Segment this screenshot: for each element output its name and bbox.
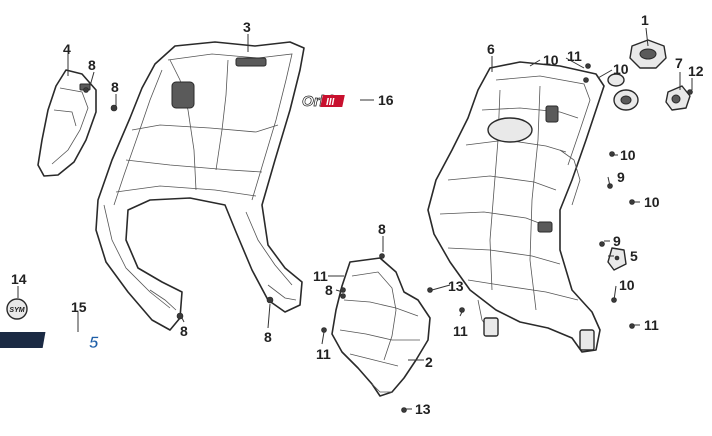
- callout-16: 16: [378, 92, 394, 108]
- bracket-part: [607, 247, 627, 271]
- callout-10-d: 10: [644, 194, 660, 210]
- callout-10-c: 10: [620, 147, 636, 163]
- callout-9-b: 9: [613, 233, 621, 249]
- callout-8-d: 8: [325, 282, 333, 298]
- euro-emblem: EURO 5: [0, 332, 99, 352]
- orbit-emblem-badge: [320, 95, 345, 107]
- inner-cover-part: [427, 61, 605, 353]
- euro-emblem-number: 5: [89, 333, 99, 352]
- orbit-emblem: Orbit III: [302, 93, 345, 110]
- callout-14: 14: [11, 271, 27, 287]
- callout-13-a: 13: [448, 278, 464, 294]
- callout-labels: 1 2 3 4 5 6 7 8 8 8 8 8 8 9 9 10 10 10 1…: [11, 12, 704, 417]
- callout-9-a: 9: [617, 169, 625, 185]
- callout-3: 3: [243, 19, 251, 35]
- callout-11-c: 11: [453, 323, 468, 339]
- callout-7: 7: [675, 55, 683, 71]
- callout-8-e: 8: [180, 323, 188, 339]
- callout-8-f: 8: [264, 329, 272, 345]
- callout-13-b: 13: [415, 401, 431, 417]
- lid-part: [629, 39, 667, 69]
- callout-6: 6: [487, 41, 495, 57]
- hook-part: [665, 85, 693, 111]
- left-garnish-part: [37, 69, 118, 177]
- callout-12: 12: [688, 63, 704, 79]
- callout-8-b: 8: [111, 79, 119, 95]
- callout-2: 2: [425, 354, 433, 370]
- euro-emblem-text: EURO: [58, 336, 90, 348]
- euro-emblem-plate: [0, 332, 46, 348]
- callout-11-e: 11: [316, 346, 331, 362]
- front-cover-part: [95, 41, 305, 331]
- callout-10-a: 10: [543, 52, 559, 68]
- callout-11-b: 11: [644, 317, 659, 333]
- lower-panel-part: [321, 257, 433, 397]
- callout-15: 15: [71, 299, 87, 315]
- leader-lines: [17, 27, 693, 410]
- sym-emblem: SYM: [6, 298, 28, 320]
- callout-5: 5: [630, 248, 638, 264]
- callout-10-b: 10: [613, 61, 629, 77]
- callout-8-a: 8: [88, 57, 96, 73]
- sym-emblem-text: SYM: [9, 307, 24, 314]
- callout-11-d: 11: [313, 268, 328, 284]
- small-knob-part: [607, 73, 639, 111]
- callout-10-e: 10: [619, 277, 635, 293]
- callout-4: 4: [63, 41, 71, 57]
- orbit-emblem-suffix: III: [326, 97, 335, 108]
- callout-11-a: 11: [567, 48, 582, 64]
- callout-8-c: 8: [378, 221, 386, 237]
- callout-1: 1: [641, 12, 649, 28]
